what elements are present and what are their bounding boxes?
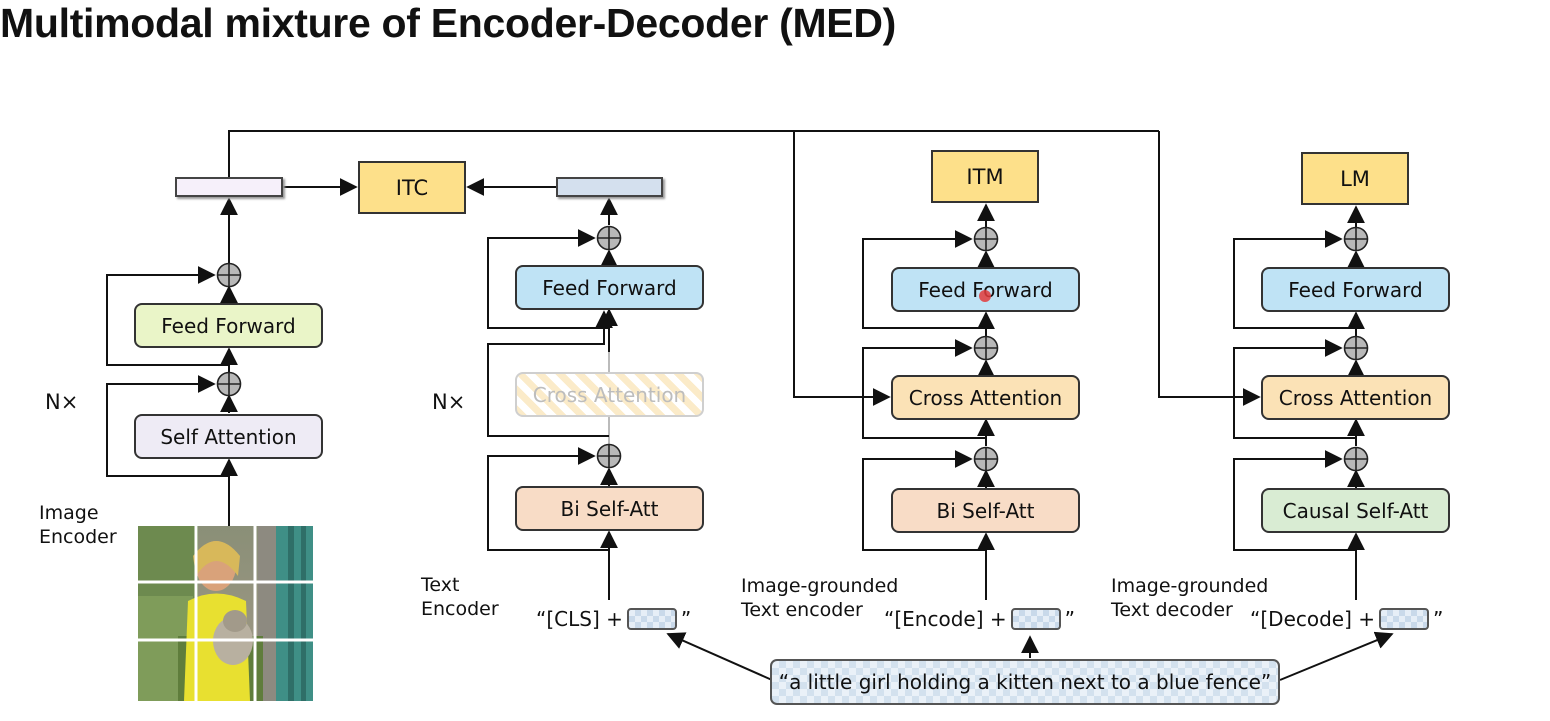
image-feature-route [228, 130, 1159, 177]
itc-head: ITC [358, 161, 466, 214]
mouse-cursor-indicator [979, 290, 991, 302]
text-token-placeholder [626, 608, 677, 630]
arrow-caption-to-cls [666, 632, 773, 681]
add-icon [973, 335, 999, 361]
text-cross-attention-disabled: Cross Attention [515, 372, 704, 417]
grounded-decoder-cross-attention: Cross Attention [1261, 375, 1450, 420]
input-caption: “a little girl holding a kitten next to … [770, 659, 1280, 705]
image-self-attention: Self Attention [134, 414, 323, 459]
grounded-encoder-bi-self-att: Bi Self-Att [891, 488, 1080, 533]
decode-token-input: “[Decode] + ” [1250, 607, 1444, 631]
page-title: Multimodal mixture of Encoder-Decoder (M… [0, 0, 897, 46]
text-encoder-label: Text Encoder [421, 574, 499, 620]
input-image [138, 526, 313, 701]
encode-token-input: “[Encode] + ” [884, 607, 1076, 631]
lm-head: LM [1301, 152, 1409, 205]
itm-head: ITM [931, 150, 1039, 203]
text-token-placeholder [1010, 608, 1061, 630]
add-icon [216, 371, 242, 397]
image-feature-vector [175, 177, 283, 197]
grounded-decoder-causal-self-att: Causal Self-Att [1261, 488, 1450, 533]
text-token-placeholder [1379, 608, 1430, 630]
grounded-decoder-feed-forward: Feed Forward [1261, 267, 1450, 312]
cls-token-input: “[CLS] + ” [536, 607, 692, 631]
add-icon [973, 226, 999, 252]
add-icon [596, 443, 622, 469]
image-feed-forward: Feed Forward [134, 303, 323, 348]
grounded-encoder-cross-attention: Cross Attention [891, 375, 1080, 420]
girl-kitten-photo [138, 526, 313, 701]
arrow-caption-to-decode [1279, 631, 1394, 681]
add-icon [1343, 335, 1369, 361]
add-icon [973, 446, 999, 472]
add-icon [216, 262, 242, 288]
grounded-encoder-feed-forward: Feed Forward [891, 267, 1080, 312]
route-to-encoder-cross [793, 131, 891, 406]
add-icon [1343, 226, 1369, 252]
text-encoder-repeat-label: N× [432, 390, 466, 414]
text-feature-vector [556, 177, 663, 197]
text-bi-self-att: Bi Self-Att [515, 486, 704, 531]
text-feed-forward: Feed Forward [515, 265, 704, 310]
route-to-decoder-cross [1158, 131, 1261, 406]
add-icon [596, 225, 622, 251]
grounded-decoder-label: Image-grounded Text decoder [1111, 575, 1269, 621]
image-encoder-label: Image Encoder [39, 502, 117, 548]
add-icon [1343, 446, 1369, 472]
grounded-encoder-label: Image-grounded Text encoder [741, 575, 899, 621]
image-encoder-repeat-label: N× [45, 390, 79, 414]
